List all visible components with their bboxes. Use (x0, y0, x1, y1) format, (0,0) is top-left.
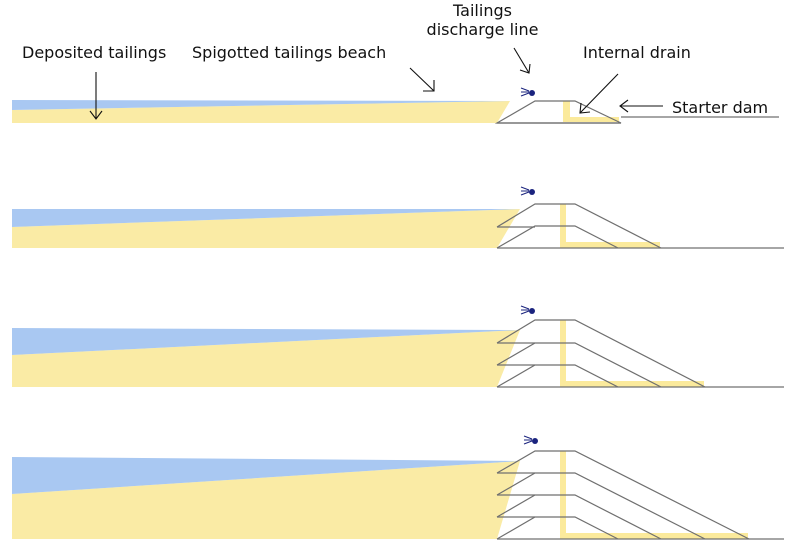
internal-drain-arrow (579, 73, 619, 114)
discharge-line-arrow (513, 47, 530, 74)
internal-drain (560, 320, 566, 387)
deposited-tailings-area (12, 209, 520, 248)
internal-drain (563, 101, 570, 122)
dam-lift (496, 225, 619, 249)
dam-lift (496, 364, 619, 388)
stage-4-four-lifts (12, 435, 784, 540)
pond-water (12, 457, 520, 494)
pond-water (12, 209, 520, 227)
stage-3-three-lifts (12, 305, 784, 388)
dam-lift (496, 516, 619, 540)
deposited-tailings-area (12, 101, 510, 123)
label-spigotted-beach: Spigotted tailings beach (192, 43, 387, 62)
dam-lift (496, 494, 662, 540)
dam-lift (496, 450, 750, 540)
spigot-discharge-icon (520, 186, 535, 196)
dam-lift (496, 203, 662, 249)
spigotted-beach-arrow (409, 67, 435, 92)
deposited-tailings-area (12, 461, 520, 539)
label-deposited-tailings: Deposited tailings (22, 43, 167, 62)
starter-dam (494, 100, 622, 124)
pond-water (12, 100, 510, 110)
stage-2-two-lifts (12, 186, 784, 249)
internal-drain-base (563, 117, 619, 122)
dam-lift (496, 319, 706, 388)
dam-lift (496, 342, 662, 388)
spigot-discharge-icon (520, 305, 535, 315)
label-discharge-line: Tailings discharge line (420, 1, 545, 39)
internal-drain-base (560, 381, 704, 387)
label-discharge-line-1: Tailings (453, 1, 512, 20)
pond-water (12, 328, 520, 355)
label-starter-dam: Starter dam (672, 98, 769, 117)
label-discharge-line-2: discharge line (426, 20, 539, 39)
leader-arrows (89, 47, 663, 120)
dam-lift (496, 472, 706, 540)
spigot-discharge-icon (523, 435, 538, 445)
label-internal-drain: Internal drain (583, 43, 691, 62)
internal-drain-base (560, 242, 660, 248)
stage-1-starter-dam (12, 87, 779, 124)
spigot-discharge-icon (520, 87, 535, 97)
deposited-tailings-area (12, 330, 520, 387)
